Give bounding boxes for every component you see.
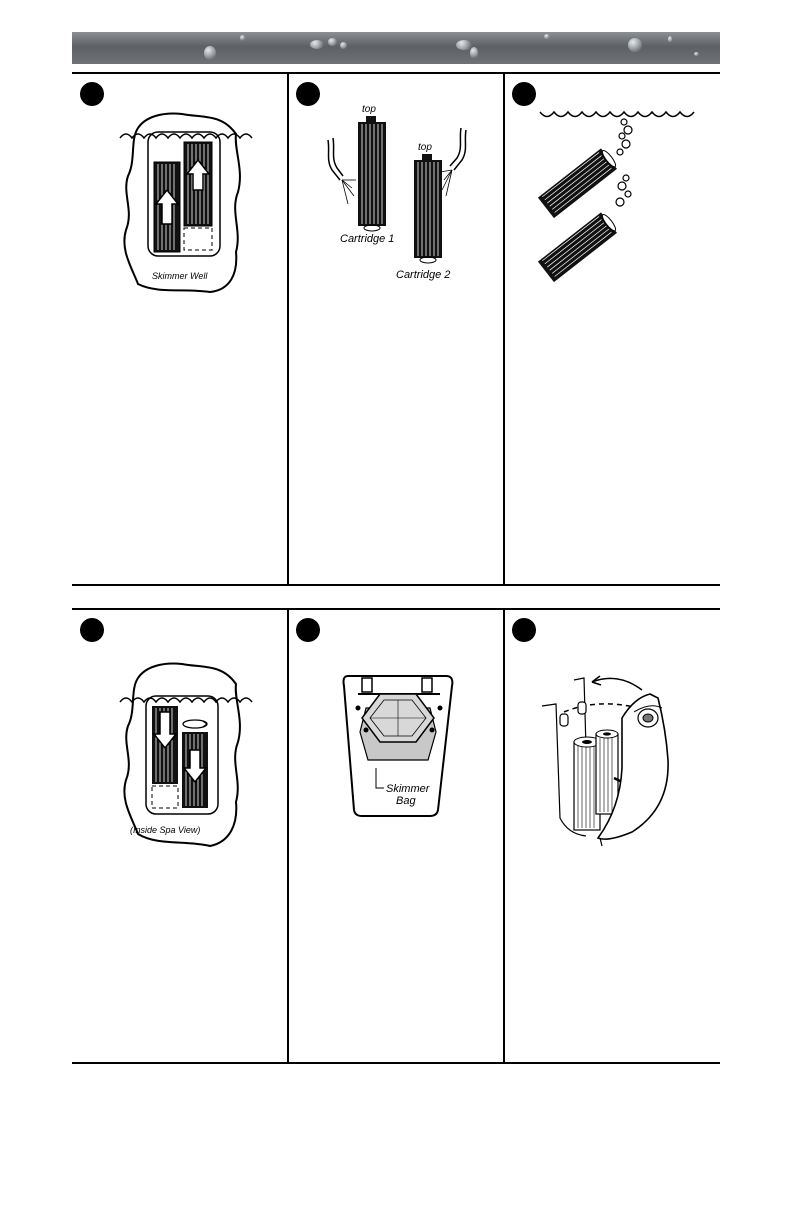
cartridge [538,211,619,283]
water-drop [694,52,699,56]
water-drop [668,36,672,43]
water-drop [340,42,347,49]
step-marker-4 [80,618,104,642]
cartridge [596,730,618,814]
water-drop [628,38,642,52]
skimmer-well-label: Skimmer Well [152,271,208,281]
water-drop [456,40,472,50]
column-divider [503,72,505,586]
water-drop [328,38,337,46]
inside-spa-view-label: (Inside Spa View) [130,825,200,835]
step-marker-2 [296,82,320,106]
air-bubbles [616,119,632,206]
cartridge-2-label: Cartridge 2 [396,269,450,281]
step-marker-3 [512,82,536,106]
spray-hose-icon [440,128,466,196]
column-divider [287,608,289,1064]
top-label: top [362,104,376,115]
spray-hose-icon [328,138,356,204]
step-marker-5 [296,618,320,642]
cartridge-cleaning-figure: top top Cartridge 1 Cartridge 2 [318,100,468,286]
skimmer-bag-figure: Skimmer Bag [340,672,460,820]
cartridge-1-label: Cartridge 1 [340,233,394,245]
skimmer-bag-label: Skimmer [386,783,431,795]
header-banner [72,32,720,64]
water-drop [204,46,216,60]
water-drop [470,47,478,59]
water-drop [310,40,324,49]
water-drop [544,34,550,39]
top-rule-row1 [72,72,720,74]
reinstall-cartridges-figure: (Inside Spa View) [112,660,252,856]
column-divider [287,72,289,586]
step-marker-1 [80,82,104,106]
step-marker-6 [512,618,536,642]
skimmer-bag-label: Bag [396,795,416,807]
bottom-rule-row1 [72,584,720,586]
top-rule-row2 [72,608,720,610]
cartridge [538,147,619,219]
soak-cartridges-figure [536,104,696,300]
skimmer-well-figure: Skimmer Well [112,108,252,298]
top-label: top [418,142,432,153]
cartridge-2 [414,154,442,263]
bottom-rule-row2 [72,1062,720,1064]
column-divider [503,608,505,1064]
cartridge-1 [358,116,386,231]
weir-door-figure [538,668,678,848]
water-drop [240,35,245,41]
